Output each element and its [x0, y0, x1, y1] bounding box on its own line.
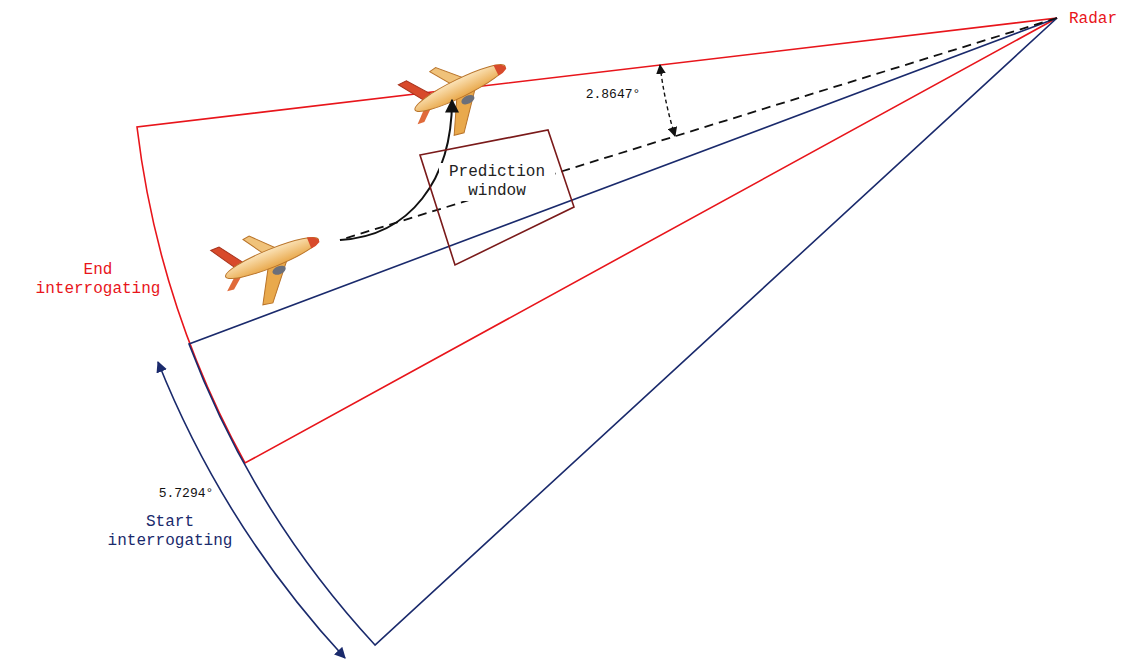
angle-value: 5.7294°: [159, 486, 214, 502]
dashed-line: [340, 18, 1057, 240]
angle-arc: [660, 65, 675, 136]
airplane: [211, 211, 335, 317]
phase-label: Start interrogating: [100, 513, 240, 551]
angle-arc: [158, 362, 345, 658]
end-sector: [137, 18, 1057, 463]
angle-value: 2.8647°: [586, 87, 641, 103]
radar-label: Radar: [1069, 10, 1117, 29]
node-text: Prediction window: [439, 163, 555, 201]
motion-arrow: [340, 100, 452, 240]
phase-label: End interrogating: [28, 261, 168, 299]
airplane: [398, 39, 523, 149]
prediction-window: Prediction window: [418, 128, 578, 268]
start-sector: [189, 18, 1057, 645]
